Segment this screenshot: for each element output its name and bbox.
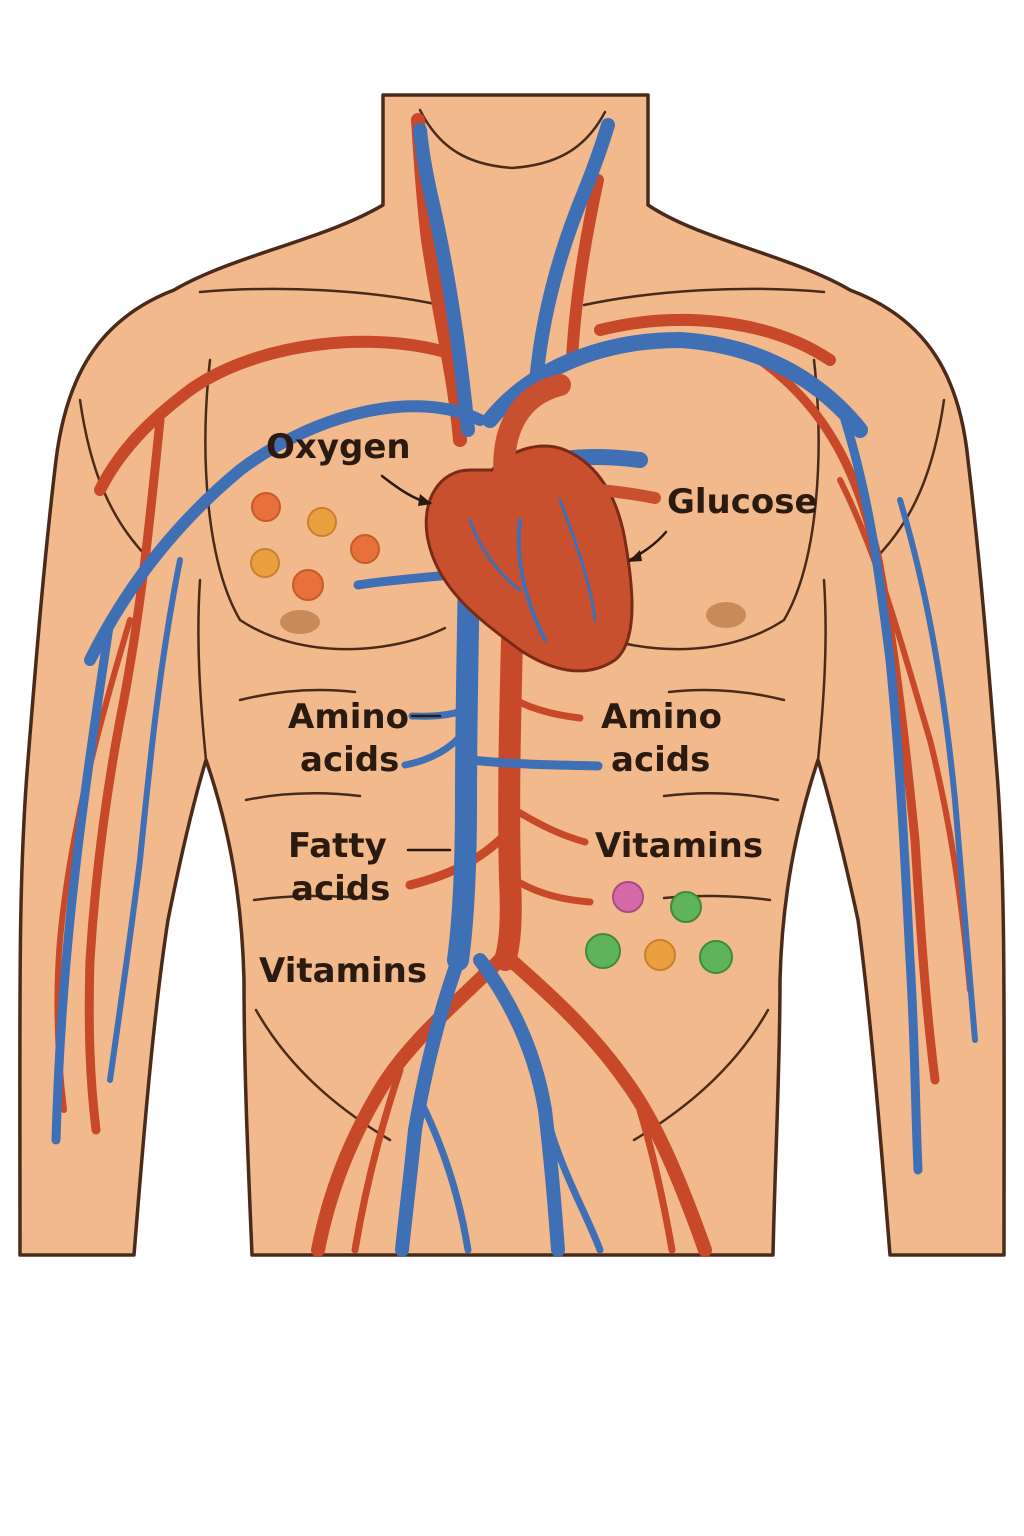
label-amino-right-line2: acids	[611, 740, 710, 780]
vitamin-dot-amber	[644, 939, 676, 971]
label-glucose: Glucose	[667, 482, 818, 522]
blood-vessels	[51, 113, 978, 1257]
subclavian-right	[594, 314, 836, 366]
abs-line-4	[662, 792, 780, 802]
oxygen-dot-4	[250, 548, 280, 578]
iliac-vein-left	[395, 948, 467, 1257]
nipple-right	[706, 602, 746, 628]
heart-coronary-3	[558, 498, 597, 622]
aorta-descending	[494, 629, 523, 971]
heart	[424, 374, 661, 673]
renal-artery-right-1	[511, 696, 584, 722]
oxygen-dot-1	[251, 492, 281, 522]
vitamin-dot-pink	[612, 881, 644, 913]
leg-artery-right-branch	[636, 1106, 676, 1254]
subclavian-vein-right	[482, 332, 868, 438]
label-vitamins-left: Vitamins	[259, 951, 427, 991]
oxygen-dot-3	[350, 534, 380, 564]
vitamin-dot-green-3	[699, 940, 733, 974]
labels: Oxygen Glucose Amino acids Amino acids F…	[259, 427, 818, 991]
oxygen-dot-5	[292, 569, 324, 601]
vitamin-dots	[585, 881, 733, 974]
heart-aorta-arch	[493, 374, 571, 491]
hip-line-left	[254, 1008, 392, 1142]
jugular-left	[413, 123, 475, 437]
nipple-left	[280, 610, 320, 634]
arm-vein-left-2	[107, 557, 183, 1083]
amino-vein-right	[465, 755, 603, 771]
renal-artery-right-2	[511, 806, 589, 846]
heart-coronary-2	[468, 518, 522, 592]
abs-line-5	[252, 894, 362, 902]
arm-artery-right	[755, 355, 940, 1085]
label-fatty-line1: Fatty	[288, 826, 387, 866]
label-oxygen: Oxygen	[266, 427, 411, 467]
abs-line-2	[667, 688, 786, 702]
pectoral-left	[204, 358, 447, 651]
iliac-left	[311, 948, 512, 1257]
heart-coronary-1	[516, 518, 547, 642]
abs-line-3	[244, 792, 362, 802]
inner-arm-left	[197, 578, 208, 762]
collarbone-left	[198, 287, 442, 307]
leg-artery-left-branch	[351, 1066, 404, 1254]
renal-artery-right-3	[511, 876, 594, 906]
oxygen-dots	[250, 492, 380, 601]
carotid-right	[566, 174, 604, 366]
shoulder-right-line	[872, 398, 946, 562]
glucose-arrowhead	[628, 550, 642, 562]
leg-vein-right-branch	[541, 1106, 604, 1254]
amino-vein-left-2	[401, 726, 470, 769]
label-amino-left-line2: acids	[300, 740, 399, 780]
leader-lines	[380, 474, 668, 852]
oxygen-arrowhead	[418, 494, 432, 506]
label-amino-left-line1: Amino	[288, 697, 409, 737]
pectoral-right	[577, 358, 820, 651]
vitamin-dot-green-2	[585, 933, 621, 969]
heart-body	[424, 444, 634, 673]
vitamin-dot-green-1	[670, 891, 702, 923]
collarbone-right	[582, 287, 826, 307]
heart-pulmonary-branch	[594, 484, 661, 504]
subclavian-vein-left	[84, 400, 486, 666]
arm-vein-right-2	[897, 497, 978, 1043]
neck-line	[418, 108, 607, 170]
iliac-right	[498, 948, 712, 1257]
label-amino-right-line1: Amino	[601, 697, 722, 737]
jugular-right	[528, 118, 615, 402]
inner-arm-right	[816, 578, 827, 762]
arm-vein-right	[840, 415, 923, 1175]
label-fatty-line2: acids	[291, 869, 390, 909]
oxygen-dot-2	[307, 507, 337, 537]
subclavian-left	[94, 335, 461, 496]
abs-line-1	[238, 688, 357, 702]
arm-vein-left	[51, 615, 115, 1145]
label-vitamins-right: Vitamins	[595, 826, 763, 866]
leg-vein-left-branch	[416, 1096, 472, 1254]
arm-artery-left	[84, 415, 165, 1135]
